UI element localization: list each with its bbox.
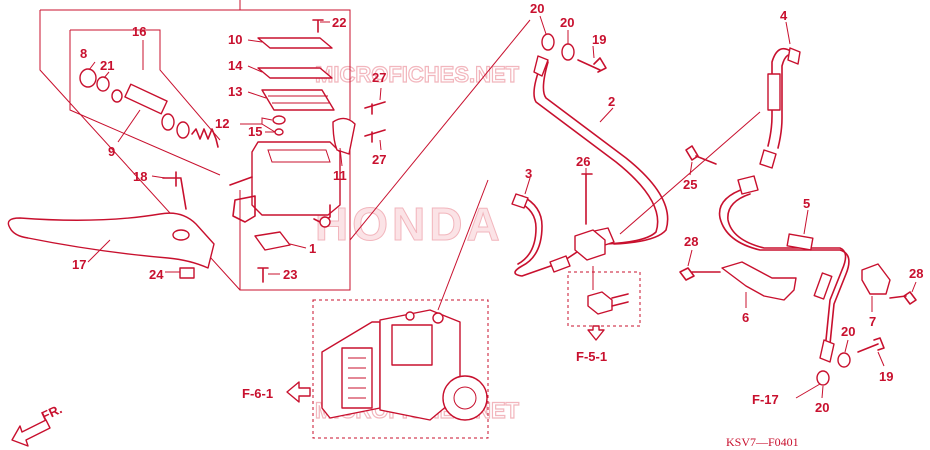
callout-27-top: 27 <box>372 70 386 85</box>
callout-27-bottom: 27 <box>372 152 386 167</box>
ref-f17: F-17 <box>752 392 779 407</box>
callout-14: 14 <box>228 58 243 73</box>
master-cylinder-body <box>229 141 341 228</box>
brake-hose-4 <box>759 21 801 169</box>
callout-20-mid: 20 <box>841 324 855 339</box>
bolt-25 <box>685 145 717 176</box>
brake-lever <box>7 212 215 269</box>
callout-22: 22 <box>332 15 346 30</box>
guide-line-main <box>349 19 531 241</box>
callout-3: 3 <box>525 166 532 181</box>
callout-20-bottom: 20 <box>815 400 829 415</box>
callout-2: 2 <box>608 94 615 109</box>
callout-1: 1 <box>309 241 316 256</box>
bracket-6 <box>679 249 797 308</box>
callout-25: 25 <box>683 177 697 192</box>
front-direction-arrow <box>11 419 51 447</box>
callout-12: 12 <box>215 116 229 131</box>
callout-8: 8 <box>80 46 87 61</box>
callout-13: 13 <box>228 84 242 99</box>
brake-switch <box>254 231 291 283</box>
callout-19-top: 19 <box>592 32 606 47</box>
abs-modulator <box>312 179 489 439</box>
diagram-code: KSV7—F0401 <box>726 435 799 449</box>
callout-labels: 8 21 16 9 18 17 24 10 14 13 12 15 22 27 … <box>72 1 923 415</box>
callout-6: 6 <box>742 310 749 325</box>
callout-10: 10 <box>228 32 242 47</box>
reservoir-cap-parts <box>257 19 335 136</box>
callout-9: 9 <box>108 144 115 159</box>
callout-15: 15 <box>248 124 262 139</box>
callout-4: 4 <box>780 8 788 23</box>
callout-18: 18 <box>133 169 147 184</box>
clamp-7 <box>861 263 917 312</box>
leaders-left <box>87 21 382 275</box>
bracket-and-bolts <box>332 101 386 155</box>
brake-pipe-3 <box>511 177 593 277</box>
callout-28-left: 28 <box>684 234 698 249</box>
callout-20-top-right: 20 <box>560 15 574 30</box>
piston-assembly <box>79 68 219 148</box>
callout-20-top-left: 20 <box>530 1 544 16</box>
washers-bolt-bottom <box>795 337 885 399</box>
ref-f51: F-5-1 <box>576 349 607 364</box>
callout-23: 23 <box>283 267 297 282</box>
watermark-top: MICROFICHES.NET <box>315 62 520 87</box>
washers-bolt-top <box>539 15 607 73</box>
brake-hose-5 <box>718 175 850 363</box>
callout-24: 24 <box>149 267 164 282</box>
callout-16: 16 <box>132 24 146 39</box>
callout-17: 17 <box>72 257 86 272</box>
joint-block <box>574 168 606 261</box>
callout-21: 21 <box>100 58 114 73</box>
brake-hose-2 <box>533 55 669 249</box>
watermark-center: HONDA <box>315 198 504 250</box>
callout-11: 11 <box>333 168 347 183</box>
callout-28-right: 28 <box>909 266 923 281</box>
joint-detail-box <box>567 266 641 341</box>
ref-fr: FR. <box>39 401 64 423</box>
ref-f61: F-6-1 <box>242 386 273 401</box>
callout-26: 26 <box>576 154 590 169</box>
callout-19-bottom: 19 <box>879 369 893 384</box>
pivot-bolt <box>162 171 195 279</box>
callout-7: 7 <box>869 314 876 329</box>
callout-5: 5 <box>803 196 810 211</box>
ref-arrow-f61 <box>286 381 311 403</box>
